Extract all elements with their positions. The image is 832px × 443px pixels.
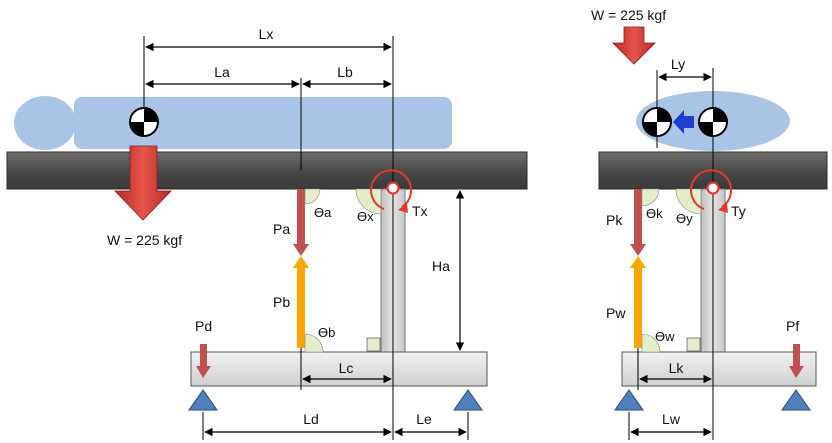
angle-k-label: ϴk <box>646 206 663 221</box>
angle-y-label: ϴy <box>676 211 693 226</box>
torque-ty-pivot <box>706 181 720 195</box>
torque-ty-arrowhead <box>718 203 728 213</box>
right-support-right <box>781 389 811 411</box>
left-body-head <box>14 96 76 150</box>
right-weight-label: W = 225 kgf <box>591 7 666 23</box>
force-pk-head <box>630 244 646 256</box>
angle-y-arc <box>675 188 702 215</box>
left-support-left <box>188 389 218 411</box>
dim-la-label: La <box>214 64 230 80</box>
dim-lx-label: Lx <box>259 26 274 42</box>
angle-a-label: ϴa <box>314 205 332 220</box>
left-cg-symbol <box>129 107 159 137</box>
dim-lc-label: Lc <box>339 360 354 376</box>
dim-lb-label: Lb <box>337 64 353 80</box>
dim-lw-label: Lw <box>662 411 681 427</box>
force-pk-shaft <box>634 189 642 244</box>
force-pa-head <box>293 244 309 256</box>
dim-lk-label: Lk <box>669 360 685 376</box>
angle-x-arc <box>355 188 382 215</box>
force-pa-shaft <box>297 189 305 244</box>
right-cg-symbol-center <box>698 107 728 137</box>
force-pd-head <box>196 366 211 378</box>
right-cg-symbol-shifted <box>642 107 672 137</box>
cg-shift-arrow <box>673 110 694 134</box>
right-column-right-angle-marker <box>686 337 701 352</box>
force-pw-head <box>630 256 646 268</box>
left-diagram: Lx La Lb Lc Ld Le Ha W = 225 kgf Pa ϴa <box>6 26 528 440</box>
left-column-right-angle-marker <box>366 337 381 352</box>
force-pb-head <box>293 256 309 268</box>
force-pb-shaft <box>297 268 305 348</box>
force-pk-label: Pk <box>606 212 623 228</box>
right-weight-arrow <box>612 26 656 65</box>
force-pd-shaft <box>200 344 207 366</box>
torque-tx-pivot <box>386 181 400 195</box>
left-body-torso <box>74 97 452 149</box>
angle-k-arc <box>641 188 660 207</box>
right-base <box>621 351 817 387</box>
dim-ly-label: Ly <box>671 56 685 72</box>
force-pf-label: Pf <box>786 318 799 334</box>
torque-ty-label: Ty <box>731 203 746 219</box>
left-beam <box>6 151 528 190</box>
angle-b-label: ϴb <box>318 325 335 340</box>
right-diagram: W = 225 kgf Ly Lk Lw <box>591 7 828 440</box>
left-weight-arrow <box>114 145 172 221</box>
dim-ld-label: Ld <box>303 411 319 427</box>
angle-x-label: ϴx <box>357 209 374 224</box>
left-support-right <box>453 389 483 411</box>
angle-w-label: ϴw <box>655 329 675 344</box>
right-support-left <box>614 389 644 411</box>
torque-tx-arc <box>370 169 412 210</box>
force-pb-label: Pb <box>273 294 290 310</box>
force-pf-shaft <box>793 344 800 366</box>
dim-le-label: Le <box>416 411 432 427</box>
force-pd-label: Pd <box>195 318 212 334</box>
left-weight-label: W = 225 kgf <box>107 232 182 248</box>
force-pw-shaft <box>634 268 642 348</box>
angle-b-arc <box>304 333 324 353</box>
torque-tx-label: Tx <box>412 203 428 219</box>
torque-tx-arrowhead <box>398 203 408 213</box>
force-pa-label: Pa <box>273 221 290 237</box>
angle-w-arc <box>641 333 661 353</box>
torque-ty-arc <box>690 169 732 210</box>
dim-ha-label: Ha <box>432 258 450 274</box>
force-pf-head <box>789 366 804 378</box>
angle-a-arc <box>304 188 321 205</box>
force-pw-label: Pw <box>606 305 626 321</box>
